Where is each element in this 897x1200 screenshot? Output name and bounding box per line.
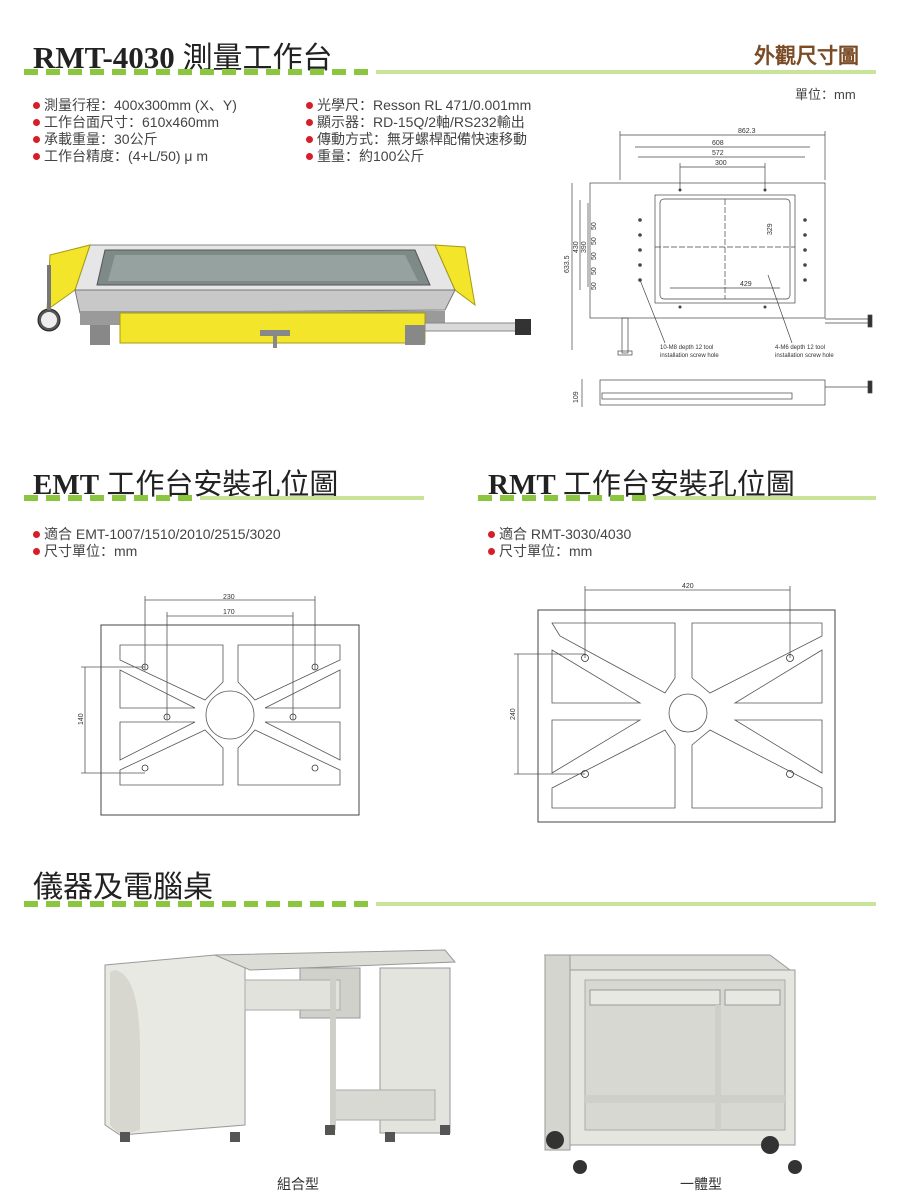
note-m8-1: 10-M8 depth 12 tool — [660, 345, 713, 351]
rmt-divider — [478, 495, 876, 501]
emt-dim-140: 140 — [78, 713, 85, 725]
specs-right: 光學尺：Resson RL 471/0.001mm 顯示器：RD-15Q/2軸/… — [305, 97, 531, 165]
dim-50: 50 — [591, 282, 598, 290]
dim-50: 50 — [591, 237, 598, 245]
rmt-dim-420: 420 — [682, 583, 694, 590]
note-m6-2: installation screw hole — [775, 353, 834, 359]
dim-50: 50 — [591, 252, 598, 260]
dim-572: 572 — [712, 150, 724, 157]
dim-329: 329 — [767, 223, 774, 235]
dim-300: 300 — [715, 160, 727, 167]
spec-item: 光學尺：Resson RL 471/0.001mm — [305, 97, 531, 114]
section-label-dimensions: 外觀尺寸圖 — [754, 45, 859, 68]
dim-50: 50 — [591, 222, 598, 230]
spec-item: 工作台精度：(4+L/50) μ m — [32, 148, 237, 165]
spec-item: 重量：約100公斤 — [305, 148, 531, 165]
emt-dim-230: 230 — [223, 594, 235, 601]
dim-50: 50 — [591, 267, 598, 275]
spec-item: 適合 RMT-3030/4030 — [487, 526, 631, 543]
dim-633: 633.5 — [564, 255, 571, 273]
spec-item: 適合 EMT-1007/1510/2010/2515/3020 — [32, 526, 281, 543]
spec-item: 工作台面尺寸：610x460mm — [32, 114, 237, 131]
spec-item: 尺寸單位：mm — [487, 543, 631, 560]
caption-combination: 組合型 — [277, 1176, 319, 1192]
spec-item: 顯示器：RD-15Q/2軸/RS232輸出 — [305, 114, 531, 131]
emt-hole-diagram: 230 170 140 — [78, 594, 360, 816]
dim-109: 109 — [573, 391, 580, 403]
emt-specs: 適合 EMT-1007/1510/2010/2515/3020 尺寸單位：mm — [32, 526, 281, 560]
unit-label: 單位：mm — [795, 87, 856, 102]
emt-dim-170: 170 — [223, 609, 235, 616]
rmt4030-divider — [24, 69, 876, 75]
dim-430: 430 — [573, 241, 580, 253]
spec-item: 承載重量：30公斤 — [32, 131, 237, 148]
dim-862: 862.3 — [738, 128, 756, 135]
specs-left: 測量行程：400x300mm (X、Y) 工作台面尺寸：610x460mm 承載… — [32, 97, 237, 165]
desks-divider — [24, 901, 876, 907]
rmt-specs: 適合 RMT-3030/4030 尺寸單位：mm — [487, 526, 631, 560]
dim-429: 429 — [740, 281, 752, 288]
spec-item: 傳動方式：無牙螺桿配備快速移動 — [305, 131, 531, 148]
rmt4030-dimension-drawing: 862.3 608 572 300 633.5 430 390 50 50 50… — [564, 128, 873, 407]
emt-divider — [24, 495, 424, 501]
rmt-dim-240: 240 — [510, 708, 517, 720]
caption-integrated: 一體型 — [680, 1176, 722, 1192]
dim-608: 608 — [712, 140, 724, 147]
integrated-desk-image — [543, 954, 802, 1174]
spec-item: 測量行程：400x300mm (X、Y) — [32, 97, 237, 114]
combination-desk-image — [104, 949, 457, 1142]
spec-item: 尺寸單位：mm — [32, 543, 281, 560]
rmt-hole-diagram: 420 240 — [510, 583, 836, 823]
dim-390: 390 — [581, 241, 588, 253]
rmt4030-product-image — [37, 244, 531, 348]
desks-title: 儀器及電腦桌 — [33, 871, 213, 904]
note-m8-2: installation screw hole — [660, 353, 719, 359]
note-m6-1: 4-M6 depth 12 tool — [775, 345, 825, 351]
emt-model: EMT — [33, 469, 100, 501]
